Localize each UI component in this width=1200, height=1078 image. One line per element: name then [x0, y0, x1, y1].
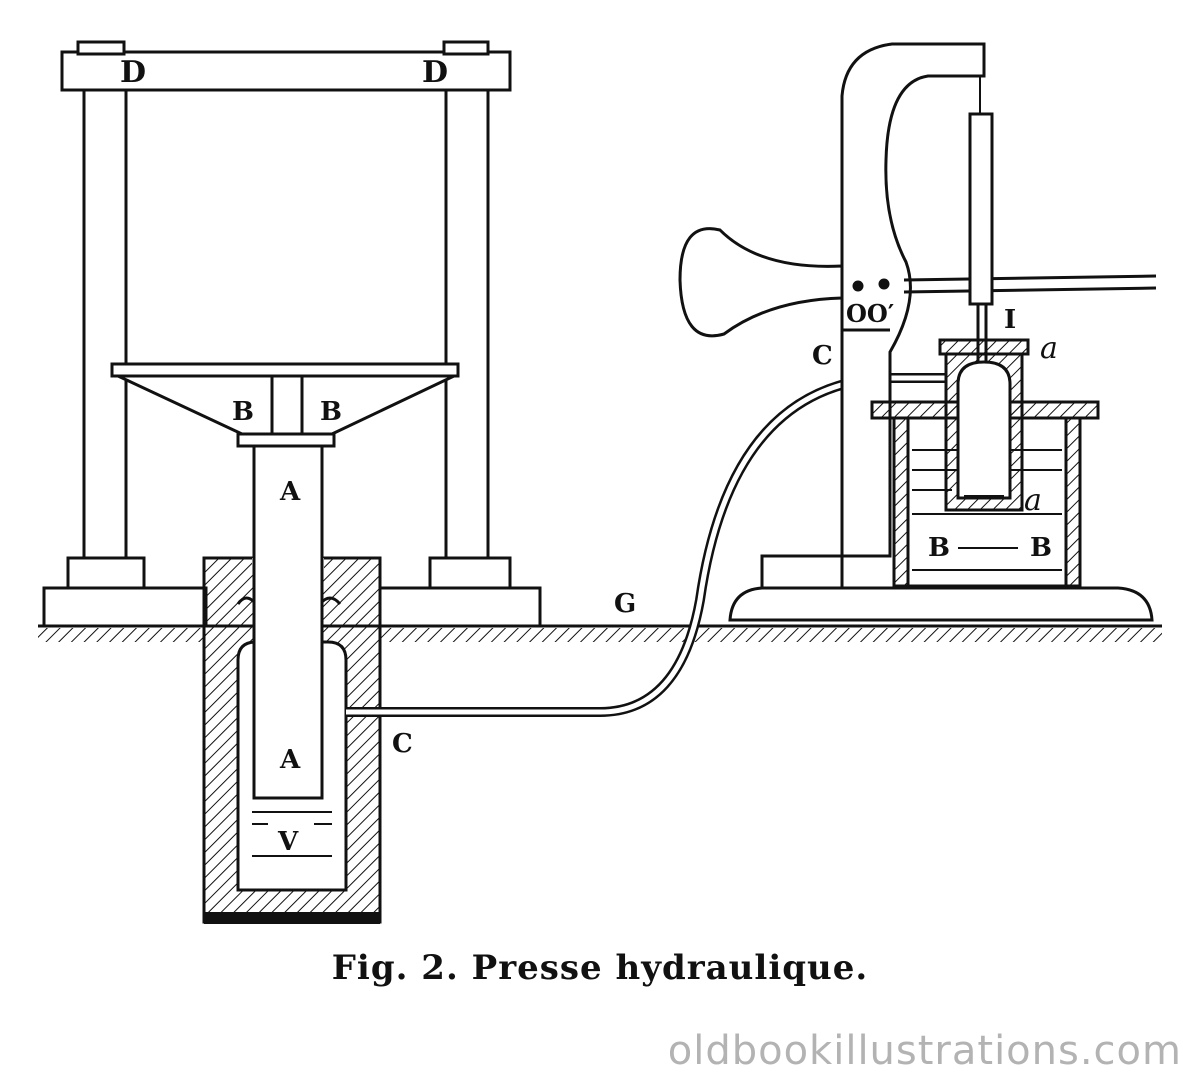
label-v: V [277, 827, 299, 857]
label-a-upper-pump: a [1040, 331, 1058, 366]
label-b-right: B [320, 397, 342, 427]
label-b-left: B [232, 397, 254, 427]
label-g: G [614, 589, 636, 619]
label-b-pump-left: B [928, 533, 950, 563]
press-ram [252, 444, 324, 800]
press-frame [42, 40, 542, 628]
source-watermark: oldbookillustrations.com [667, 1028, 1182, 1074]
label-a-lower-pump: a [1024, 483, 1042, 518]
pump-barrel [938, 338, 1030, 512]
figure-caption: Fig. 2. Presse hydraulique. [331, 948, 869, 988]
label-a-lower: A [279, 745, 301, 775]
pump-stand [728, 42, 1154, 622]
press-platen [110, 362, 460, 448]
label-oo: OO′ [846, 299, 894, 328]
pump-lever [678, 227, 1157, 338]
label-d-left: D [120, 55, 146, 90]
label-i: I [1004, 305, 1016, 335]
label-d-right: D [422, 55, 448, 90]
label-b-pump-right: B [1030, 533, 1052, 563]
label-c-cylinder: C [392, 729, 413, 759]
label-c-pump: C [812, 341, 833, 371]
ground [38, 624, 1162, 642]
label-a-upper: A [279, 477, 301, 507]
